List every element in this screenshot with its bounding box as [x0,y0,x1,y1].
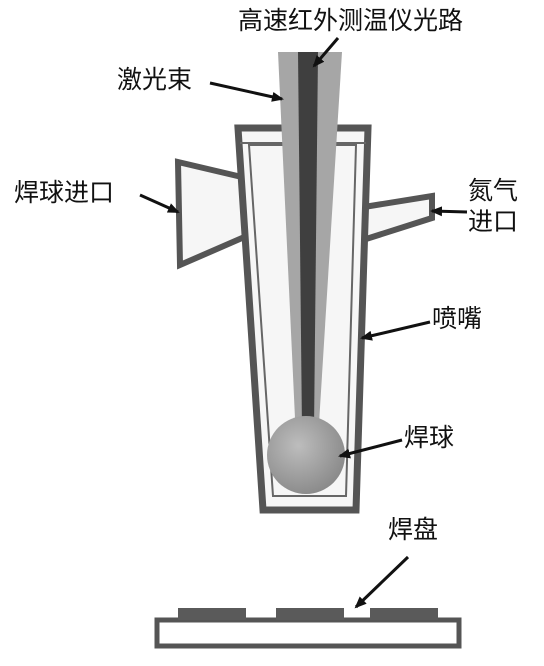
label-laser-beam: 激光束 [117,65,193,94]
label-nozzle: 喷嘴 [432,304,483,333]
arrow-laser-beam [209,81,284,102]
arrow-nitrogen [430,206,468,217]
arrow-solder-pad [354,555,410,609]
arrow-ball-inlet [139,193,180,214]
solder-pad-middle [276,608,344,620]
arrow-ir-path [312,37,340,68]
nitrogen-inlet-tube [359,192,435,245]
label-ir-thermometer-path: 高速红外测温仪光路 [238,6,464,35]
arrow-solder-ball [338,438,403,459]
label-nitrogen-line1: 氮气 [468,176,519,205]
arrow-nozzle [360,320,431,341]
solder-pad-left [178,608,246,620]
ir-thermometer-beam [298,52,318,430]
label-ball-inlet: 焊球进口 [14,178,115,207]
label-nitrogen-line2: 进口 [468,206,519,236]
label-nitrogen-inlet: 氮气 进口 [468,176,518,237]
solder-ball [267,416,345,494]
label-solder-ball: 焊球 [404,423,455,452]
substrate [154,617,462,649]
solder-pad-right [370,608,438,620]
label-solder-pad: 焊盘 [388,515,439,544]
